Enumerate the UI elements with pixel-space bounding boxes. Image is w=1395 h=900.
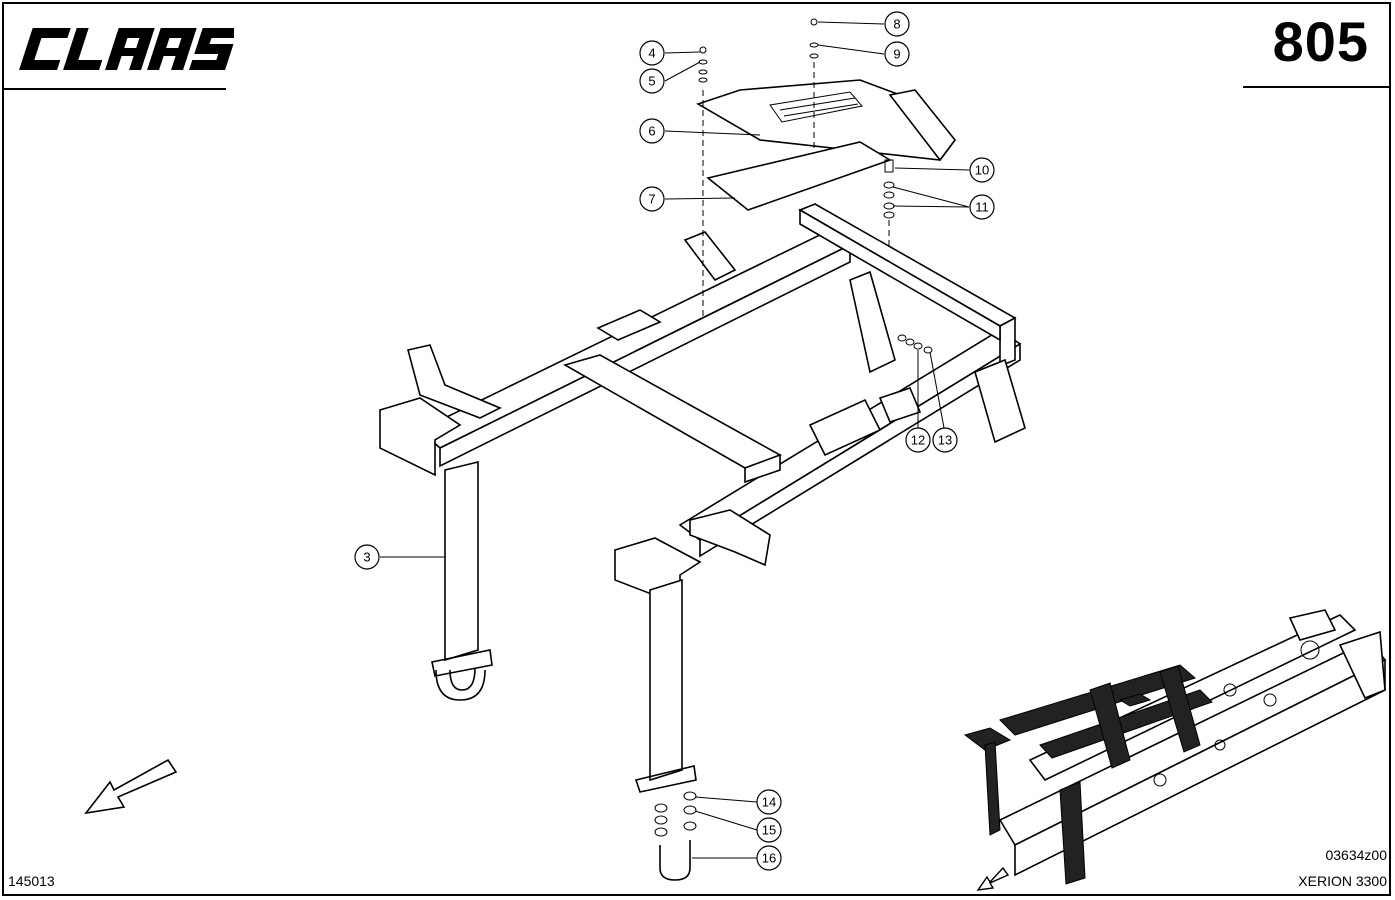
callout-9: 9	[884, 41, 910, 67]
callout-label: 6	[648, 124, 655, 139]
direction-arrow-icon	[976, 866, 1010, 891]
callout-label: 15	[762, 823, 776, 838]
callout-7: 7	[639, 186, 665, 212]
callout-3: 3	[354, 544, 380, 570]
page-number: 805	[1272, 10, 1369, 73]
callout-label: 7	[648, 192, 655, 207]
callout-10: 10	[969, 157, 995, 183]
platform-parts	[696, 79, 957, 211]
callout-16: 16	[756, 845, 782, 871]
hardware	[654, 18, 933, 881]
callout-label: 4	[648, 46, 655, 61]
callout-6: 6	[639, 118, 665, 144]
callout-label: 16	[762, 851, 776, 866]
callout-label: 8	[893, 17, 900, 32]
claas-logo	[19, 28, 234, 70]
callout-label: 14	[762, 795, 776, 810]
callout-5: 5	[639, 68, 665, 94]
callout-label: 12	[911, 433, 925, 448]
frame-assembly	[379, 203, 1026, 793]
callout-13: 13	[932, 427, 958, 453]
model-name: XERION 3300	[1298, 873, 1387, 889]
callout-15: 15	[756, 817, 782, 843]
callout-label: 11	[975, 200, 989, 215]
callout-14: 14	[756, 789, 782, 815]
overview-thumbnail	[963, 609, 1387, 885]
callout-8: 8	[884, 11, 910, 37]
callout-label: 9	[893, 47, 900, 62]
page-number-underline	[1243, 86, 1391, 88]
callout-label: 5	[648, 74, 655, 89]
callout-12: 12	[905, 427, 931, 453]
callout-4: 4	[639, 40, 665, 66]
callout-11: 11	[969, 194, 995, 220]
callout-label: 13	[938, 433, 952, 448]
logo-underline	[4, 88, 226, 90]
leader-lines	[380, 21, 970, 859]
document-code: 145013	[8, 873, 55, 889]
callout-label: 10	[975, 163, 989, 178]
drawing-code: 03634z00	[1325, 847, 1387, 863]
callout-label: 3	[363, 550, 370, 565]
direction-arrow-icon	[84, 758, 178, 815]
